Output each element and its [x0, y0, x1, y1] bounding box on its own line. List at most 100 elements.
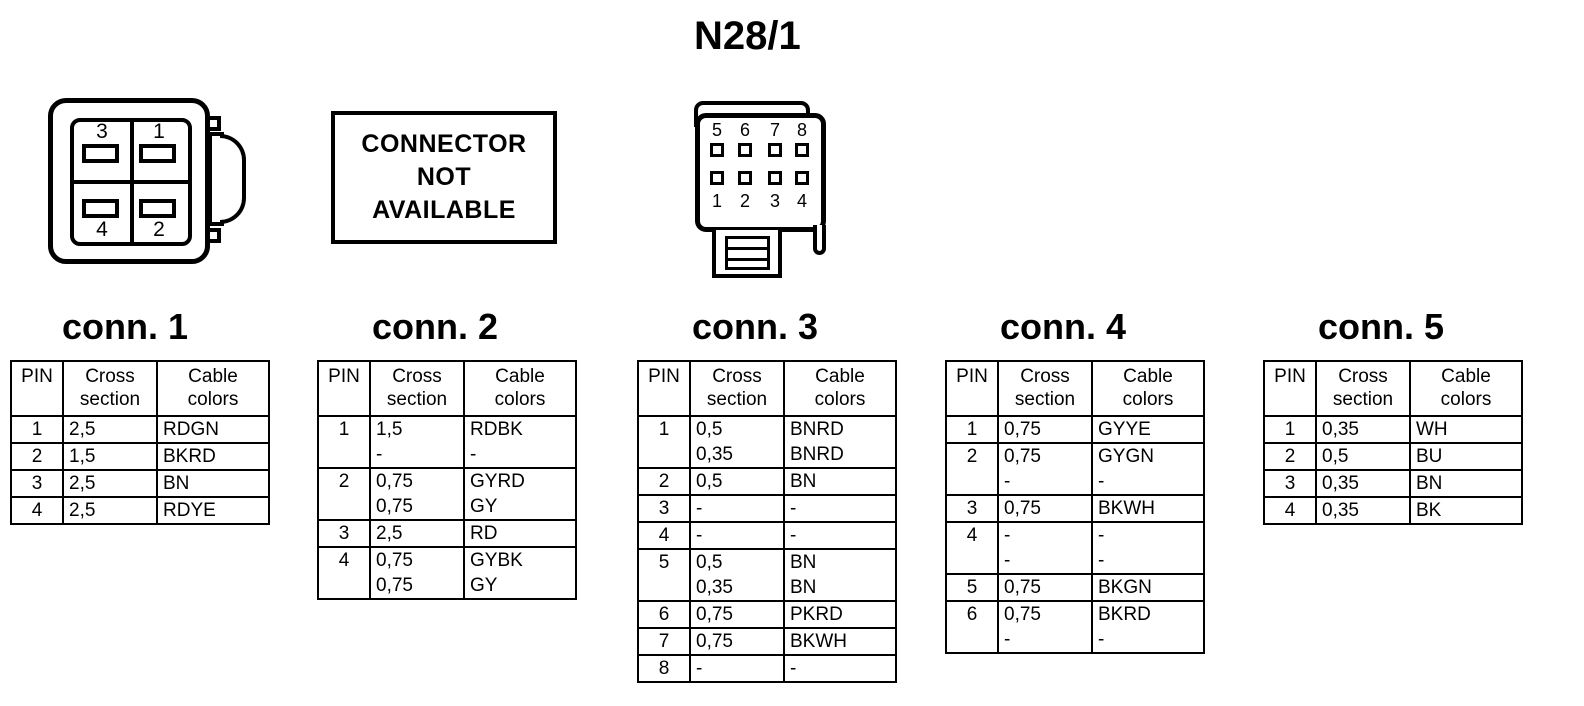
cell-cross-section: 1,5 -	[369, 415, 465, 469]
cross-header-line-1: Cross	[712, 366, 762, 387]
cross-header-line-2: section	[79, 389, 141, 410]
cross-value: 0,35	[696, 444, 733, 465]
cell-cross-section: 0,75	[997, 573, 1093, 602]
cable-color-value: BKWH	[790, 631, 847, 652]
cell-pin: 1	[10, 415, 64, 444]
cell-cross-section: 2,5	[62, 469, 158, 498]
cell-pin: 1	[1263, 415, 1317, 444]
connector-heading-5: conn. 5	[1318, 306, 1445, 347]
cell-cable-colors: GYYE	[1091, 415, 1205, 444]
connector-3-pin-4	[795, 171, 809, 185]
cell-cable-colors: --	[1091, 521, 1205, 575]
cell-cable-colors: BKRD-	[1091, 600, 1205, 654]
cross-value: 0,75	[1004, 446, 1041, 467]
cell-cable-colors: RDGN	[156, 415, 270, 444]
cross-value: -	[376, 444, 383, 465]
cable-color-value: RDGN	[163, 419, 219, 440]
connector-3-boot-rib-2	[725, 258, 770, 261]
connector-3-pin-8	[795, 143, 809, 157]
connector-3-drawing: 5 6 7 8 1 2 3 4	[680, 92, 880, 282]
connector-not-available-box: CONNECTOR NOT AVAILABLE	[331, 111, 557, 244]
cable-color-value: GYGN	[1098, 446, 1154, 467]
cross-header-line-2: section	[1014, 389, 1076, 410]
cross-value: 0,75	[696, 604, 733, 625]
cell-pin: 3	[945, 494, 999, 523]
colors-header-line-2: colors	[1440, 389, 1492, 410]
connector-3-side-latch	[813, 225, 826, 255]
colors-header-line-1: Cable	[188, 366, 238, 387]
table-row: 4----	[945, 521, 1205, 575]
column-header-pin: PIN	[637, 360, 691, 417]
cell-pin: 1	[317, 415, 371, 469]
cross-value: 0,5	[696, 471, 723, 492]
cable-color-value: BKGN	[1098, 577, 1152, 598]
cell-pin: 4	[317, 546, 371, 600]
cross-header-line-2: section	[386, 389, 448, 410]
cell-cross-section: 0,75-	[997, 600, 1093, 654]
cross-value: 1,5	[376, 419, 403, 440]
table-row: 8--	[637, 654, 897, 683]
cable-color-value: -	[790, 525, 797, 546]
cell-cross-section: 0,75	[689, 627, 785, 656]
connector-3-pin-6	[738, 143, 752, 157]
cross-value: 0,35	[1322, 500, 1359, 521]
column-header-pin: PIN	[10, 360, 64, 417]
connector-3-pin-2	[738, 171, 752, 185]
cell-pin: 4	[10, 496, 64, 525]
cell-pin: 7	[637, 627, 691, 656]
cable-color-value: PKRD	[790, 604, 843, 625]
connector-3-pin-label-7: 7	[769, 120, 780, 140]
cell-pin: 2	[945, 442, 999, 496]
connector-heading-4: conn. 4	[1000, 306, 1127, 347]
connector-1-pin-label-2: 2	[153, 218, 165, 241]
cable-color-value: WH	[1416, 419, 1448, 440]
cell-cable-colors: -	[783, 521, 897, 550]
cell-cable-colors: BN	[783, 467, 897, 496]
cell-cable-colors: RDBK-	[463, 415, 577, 469]
connector-heading-2: conn. 2	[372, 306, 499, 347]
cell-cable-colors: PKRD	[783, 600, 897, 629]
cross-value: -	[1004, 471, 1011, 492]
column-header-pin: PIN	[945, 360, 999, 417]
connector-heading-3: conn. 3	[692, 306, 819, 347]
cell-pin: 2	[10, 442, 64, 471]
cell-pin: 5	[637, 548, 691, 602]
connector-na-line-1: CONNECTOR	[361, 130, 527, 158]
cable-color-value: RDBK	[470, 419, 523, 440]
connector-3-pin-label-8: 8	[796, 120, 807, 140]
cross-header-line-1: Cross	[392, 366, 442, 387]
cross-value: 0,75	[1004, 498, 1041, 519]
cable-color-value: -	[1098, 471, 1105, 492]
cell-cable-colors: BKWH	[783, 627, 897, 656]
connector-3-pin-label-1: 1	[711, 191, 722, 211]
cell-pin: 1	[637, 415, 691, 469]
cell-cable-colors: RDYE	[156, 496, 270, 525]
cell-cross-section: 0,75 -	[997, 442, 1093, 496]
connector-1-latch-tab-top	[206, 116, 221, 131]
cell-cross-section: 1,5	[62, 442, 158, 471]
